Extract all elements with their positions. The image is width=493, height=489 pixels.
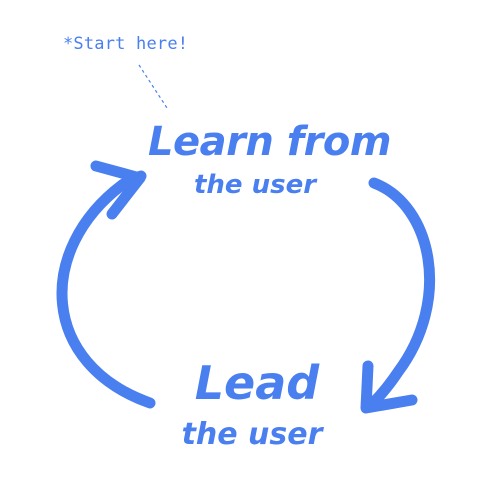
start-here-note: *Start here! (63, 34, 189, 54)
learn-from-label: Learn from (148, 119, 392, 165)
learn-from-sublabel: the user (193, 170, 317, 200)
note-pointer-line (138, 64, 168, 109)
lead-sublabel: the user (181, 417, 323, 452)
arrow-right-head (360, 360, 418, 414)
arrow-right-shaft (366, 177, 435, 410)
arrow-left-shaft (56, 170, 156, 409)
lead-label: Lead (194, 356, 320, 410)
arrow-left-head (90, 160, 146, 220)
